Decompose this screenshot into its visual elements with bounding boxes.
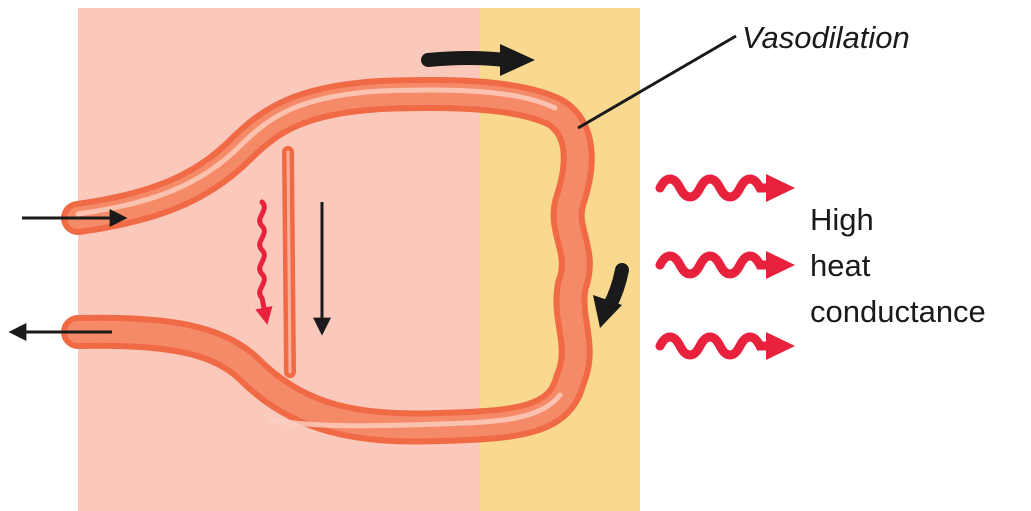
vasodilation-label: Vasodilation xyxy=(742,18,910,58)
heat-wave-icon-3 xyxy=(660,332,795,360)
heat-wave-icon-2 xyxy=(660,251,795,279)
heat-wave-icon-1 xyxy=(660,174,795,202)
conductance-label: conductance xyxy=(810,292,986,332)
high-label: High xyxy=(810,200,874,240)
heat-label: heat xyxy=(810,246,870,286)
